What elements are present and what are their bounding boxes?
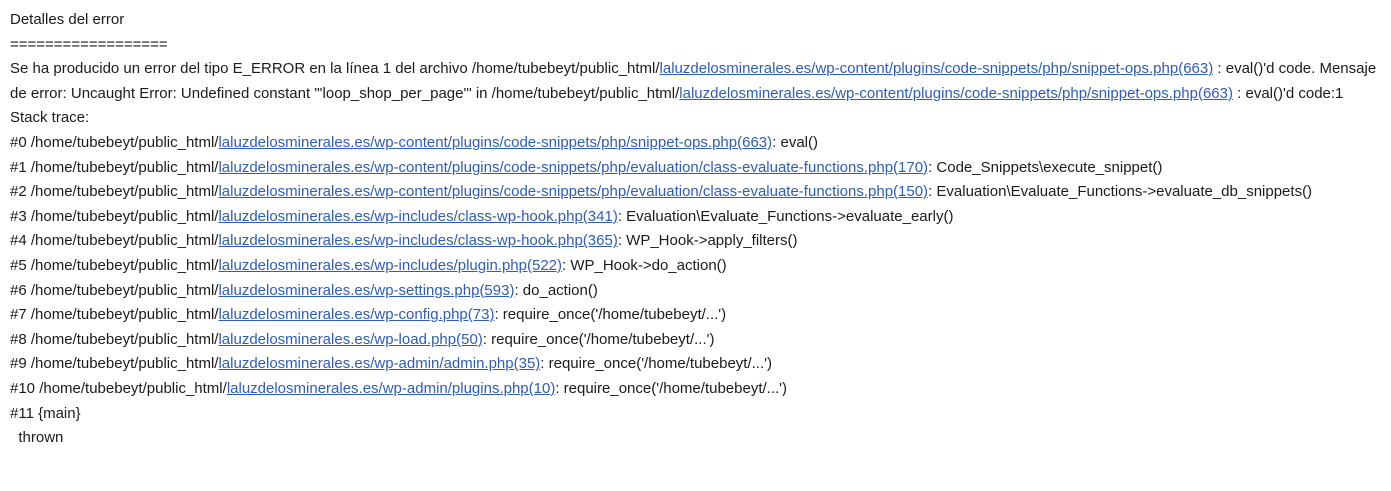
- stack-frame: #4 /home/tubebeyt/public_html/laluzdelos…: [10, 229, 1379, 254]
- text-segment: thrown: [10, 429, 64, 447]
- file-link[interactable]: laluzdelosminerales.es/wp-includes/plugi…: [218, 256, 562, 274]
- text-segment: : require_once('/home/tubebeyt/...'): [494, 306, 727, 324]
- text-segment: Se ha producido un error del tipo E_ERRO…: [10, 60, 660, 78]
- stack-frame: #7 /home/tubebeyt/public_html/laluzdelos…: [10, 303, 1379, 328]
- text-segment: : WP_Hook->apply_filters(): [617, 232, 798, 250]
- stack-frame: #0 /home/tubebeyt/public_html/laluzdelos…: [10, 131, 1379, 156]
- file-link[interactable]: laluzdelosminerales.es/wp-config.php(73): [218, 306, 495, 324]
- text-segment: : do_action(): [514, 281, 598, 299]
- text-segment: #11 {main}: [10, 404, 81, 422]
- stack-frame: #1 /home/tubebeyt/public_html/laluzdelos…: [10, 156, 1379, 181]
- title-separator: ==================: [10, 35, 168, 53]
- file-link[interactable]: laluzdelosminerales.es/wp-settings.php(5…: [218, 281, 515, 299]
- text-segment: #0 /home/tubebeyt/public_html/: [10, 133, 219, 151]
- stack-frame: #11 {main}: [10, 402, 1379, 427]
- text-segment: #8 /home/tubebeyt/public_html/: [10, 330, 219, 348]
- stack-frame: #6 /home/tubebeyt/public_html/laluzdelos…: [10, 279, 1379, 304]
- text-segment: : WP_Hook->do_action(): [562, 256, 727, 274]
- text-segment: #2 /home/tubebeyt/public_html/: [10, 183, 219, 201]
- file-link[interactable]: laluzdelosminerales.es/wp-admin/admin.ph…: [218, 355, 541, 373]
- stack-trace: #0 /home/tubebeyt/public_html/laluzdelos…: [10, 131, 1379, 451]
- stack-frame: thrown: [10, 426, 1379, 451]
- text-segment: : eval()'d code:1: [1232, 84, 1344, 102]
- text-segment: #6 /home/tubebeyt/public_html/: [10, 281, 219, 299]
- file-link[interactable]: laluzdelosminerales.es/wp-content/plugin…: [218, 158, 929, 176]
- page-title: Detalles del error: [10, 11, 125, 28]
- text-segment: #3 /home/tubebeyt/public_html/: [10, 207, 219, 225]
- stack-frame: #9 /home/tubebeyt/public_html/laluzdelos…: [10, 352, 1379, 377]
- stack-frame: #2 /home/tubebeyt/public_html/laluzdelos…: [10, 180, 1379, 205]
- stack-frame: #10 /home/tubebeyt/public_html/laluzdelo…: [10, 377, 1379, 402]
- text-segment: : Evaluation\Evaluate_Functions->evaluat…: [617, 207, 954, 225]
- stack-frame: #8 /home/tubebeyt/public_html/laluzdelos…: [10, 328, 1379, 353]
- text-segment: : Evaluation\Evaluate_Functions->evaluat…: [928, 183, 1313, 201]
- text-segment: : require_once('/home/tubebeyt/...'): [555, 379, 788, 397]
- text-segment: #7 /home/tubebeyt/public_html/: [10, 306, 219, 324]
- error-details-page: Detalles del error ================== Se…: [10, 11, 1379, 451]
- text-segment: : eval()'d code. Mensaje de error: Uncau…: [10, 60, 1381, 102]
- error-message: Se ha producido un error del tipo E_ERRO…: [10, 57, 1379, 106]
- file-link[interactable]: laluzdelosminerales.es/wp-admin/plugins.…: [226, 379, 556, 397]
- file-link[interactable]: laluzdelosminerales.es/wp-content/plugin…: [679, 84, 1233, 102]
- stack-frame: #3 /home/tubebeyt/public_html/laluzdelos…: [10, 205, 1379, 230]
- text-segment: : require_once('/home/tubebeyt/...'): [540, 355, 772, 373]
- file-link[interactable]: laluzdelosminerales.es/wp-content/plugin…: [218, 183, 929, 201]
- file-link[interactable]: laluzdelosminerales.es/wp-load.php(50): [218, 330, 483, 348]
- file-link[interactable]: laluzdelosminerales.es/wp-content/plugin…: [218, 133, 773, 151]
- text-segment: #5 /home/tubebeyt/public_html/: [10, 256, 219, 274]
- file-link[interactable]: laluzdelosminerales.es/wp-includes/class…: [218, 232, 618, 250]
- stack-frame: #5 /home/tubebeyt/public_html/laluzdelos…: [10, 254, 1379, 279]
- text-segment: : eval(): [772, 133, 818, 151]
- text-segment: : require_once('/home/tubebeyt/...'): [482, 330, 715, 348]
- text-segment: #9 /home/tubebeyt/public_html/: [10, 355, 219, 373]
- file-link[interactable]: laluzdelosminerales.es/wp-includes/class…: [218, 207, 618, 225]
- text-segment: #10 /home/tubebeyt/public_html/: [10, 379, 227, 397]
- text-segment: #1 /home/tubebeyt/public_html/: [10, 158, 219, 176]
- text-segment: #4 /home/tubebeyt/public_html/: [10, 232, 219, 250]
- text-segment: : Code_Snippets\execute_snippet(): [928, 158, 1163, 176]
- file-link[interactable]: laluzdelosminerales.es/wp-content/plugin…: [659, 60, 1214, 78]
- stack-trace-label: Stack trace:: [10, 109, 90, 127]
